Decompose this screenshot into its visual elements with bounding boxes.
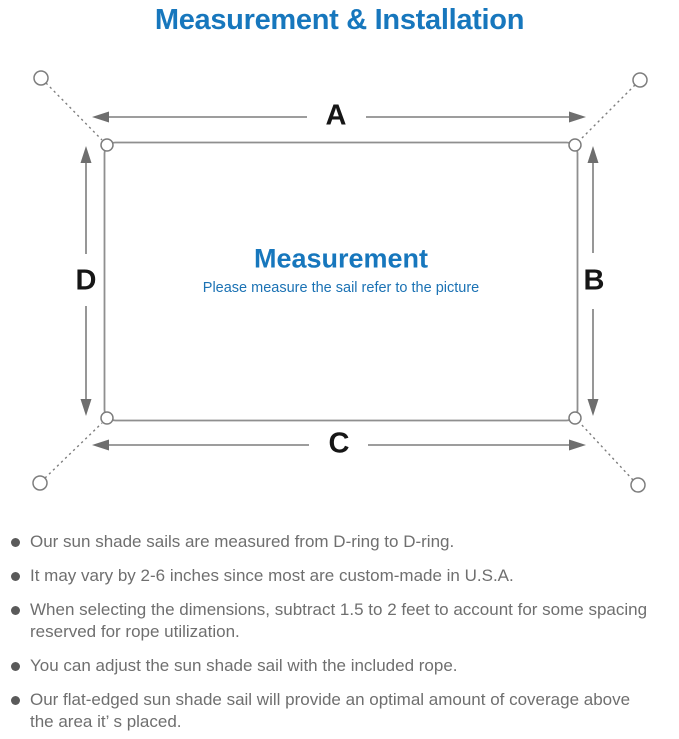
dimension-label-b: B <box>583 264 605 297</box>
bullet-icon <box>11 696 20 705</box>
note-item: Our sun shade sails are measured from D-… <box>11 531 671 553</box>
anchor-ring-bottom-left <box>32 475 48 491</box>
tie-rope-bottom-left <box>44 422 103 479</box>
notes-list: Our sun shade sails are measured from D-… <box>11 531 671 739</box>
note-item: When selecting the dimensions, subtract … <box>11 599 671 643</box>
anchor-rings <box>32 70 648 493</box>
note-item: You can adjust the sun shade sail with t… <box>11 655 671 677</box>
tie-rope-bottom-right <box>579 422 634 481</box>
tie-rope-top-left <box>45 82 103 141</box>
arrowhead-left-icon <box>92 439 109 451</box>
sail-measurement-graphic <box>32 70 648 493</box>
corner-d-rings <box>100 138 582 425</box>
arrow-c <box>92 439 586 451</box>
dimension-label-c: C <box>328 427 350 460</box>
arrowhead-right-icon <box>569 111 586 123</box>
note-text: You can adjust the sun shade sail with t… <box>30 656 458 675</box>
diagram-center-subtitle: Please measure the sail refer to the pic… <box>202 279 480 296</box>
diagram-center-title: Measurement <box>253 243 429 274</box>
arrow-a <box>92 111 586 123</box>
arrowhead-up-icon <box>587 146 599 163</box>
anchor-ring-bottom-right <box>630 477 646 493</box>
bullet-icon <box>11 662 20 671</box>
sail-outline <box>103 141 579 422</box>
anchor-ring-top-left <box>33 70 49 86</box>
measurement-diagram: A B C D Measurement Please measure the s… <box>32 70 648 493</box>
d-ring-bottom-left <box>100 411 114 425</box>
arrow-b <box>587 146 599 416</box>
bullet-icon <box>11 572 20 581</box>
d-ring-top-right <box>568 138 582 152</box>
note-item: Our flat-edged sun shade sail will provi… <box>11 689 671 733</box>
bullet-icon <box>11 606 20 615</box>
corner-tie-ropes <box>44 82 636 481</box>
tie-rope-top-right <box>579 84 636 141</box>
note-text: It may vary by 2-6 inches since most are… <box>30 566 514 585</box>
dimension-label-a: A <box>325 99 347 132</box>
note-text: Our sun shade sails are measured from D-… <box>30 532 455 551</box>
arrowhead-down-icon <box>587 399 599 416</box>
d-ring-bottom-right <box>568 411 582 425</box>
note-item: It may vary by 2-6 inches since most are… <box>11 565 671 587</box>
arrowhead-right-icon <box>569 439 586 451</box>
arrowhead-up-icon <box>80 146 92 163</box>
note-text: When selecting the dimensions, subtract … <box>30 600 648 641</box>
arrowhead-down-icon <box>80 399 92 416</box>
note-text: Our flat-edged sun shade sail will provi… <box>30 690 631 731</box>
anchor-ring-top-right <box>632 72 648 88</box>
dimension-label-d: D <box>75 264 97 297</box>
arrow-d <box>80 146 92 416</box>
bullet-icon <box>11 538 20 547</box>
page-title: Measurement & Installation <box>154 4 525 36</box>
d-ring-top-left <box>100 138 114 152</box>
arrowhead-left-icon <box>92 111 109 123</box>
